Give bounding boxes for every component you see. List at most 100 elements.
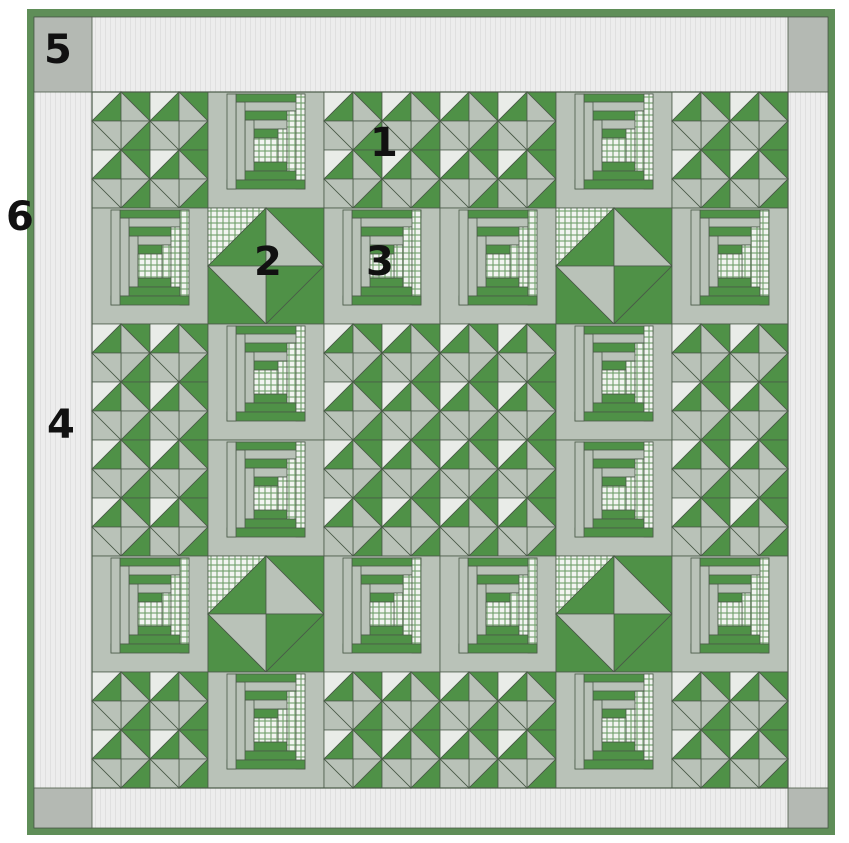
log-cabin-block <box>556 92 672 208</box>
log-strip <box>120 218 129 296</box>
log-strip <box>584 94 653 102</box>
log-strip <box>593 468 602 519</box>
center-square <box>254 486 278 510</box>
log-strip <box>691 644 769 653</box>
callout-label-6: 6 <box>6 194 34 240</box>
log-strip <box>343 296 421 305</box>
log-strip <box>584 334 593 412</box>
log-strip <box>236 682 245 760</box>
log-cabin-block <box>440 556 556 672</box>
center-square <box>602 138 626 162</box>
log-strip <box>120 210 189 218</box>
callout-label-3: 3 <box>366 239 394 285</box>
log-strip <box>352 218 361 296</box>
log-strip <box>296 326 305 421</box>
log-strip <box>111 296 189 305</box>
log-strip <box>236 102 245 180</box>
center-square <box>602 486 626 510</box>
callout-label-2: 2 <box>254 239 282 285</box>
pinwheel-small-block <box>92 672 208 788</box>
log-strip <box>236 442 305 450</box>
pinwheel-small-block <box>92 324 208 440</box>
log-strip <box>412 210 421 305</box>
log-strip <box>700 566 709 644</box>
log-strip <box>245 468 254 519</box>
log-strip <box>352 558 421 566</box>
log-strip <box>644 94 653 189</box>
log-strip <box>477 584 486 635</box>
center-square <box>254 718 278 742</box>
log-strip <box>459 296 537 305</box>
pinwheel-small-block <box>672 324 788 440</box>
center-square <box>486 254 510 278</box>
log-strip <box>575 326 584 421</box>
pinwheel-small-block <box>672 440 788 556</box>
log-strip <box>245 120 254 171</box>
pinwheel-small-block <box>672 92 788 208</box>
log-strip <box>343 558 352 653</box>
log-strip <box>519 575 528 644</box>
log-strip <box>403 227 412 296</box>
log-strip <box>361 584 370 635</box>
corner-square <box>788 17 828 92</box>
log-strip <box>691 210 700 305</box>
center-square <box>254 138 278 162</box>
log-strip <box>287 691 296 760</box>
log-strip <box>584 442 653 450</box>
log-strip <box>171 227 180 296</box>
log-strip <box>575 412 653 421</box>
log-strip <box>760 210 769 305</box>
log-strip <box>593 120 602 171</box>
callout-label-5: 5 <box>44 27 72 73</box>
pinwheel-small-block <box>324 440 440 556</box>
log-strip <box>751 575 760 644</box>
center-square <box>718 602 742 626</box>
log-strip <box>468 218 477 296</box>
log-strip <box>296 94 305 189</box>
log-strip <box>751 227 760 296</box>
pinwheel-small-block <box>440 672 556 788</box>
log-strip <box>227 94 236 189</box>
log-cabin-block <box>556 324 672 440</box>
log-cabin-block <box>92 208 208 324</box>
log-strip <box>635 111 644 180</box>
log-strip <box>236 334 245 412</box>
log-strip <box>296 674 305 769</box>
log-strip <box>245 352 254 403</box>
center-square <box>718 254 742 278</box>
log-strip <box>129 236 138 287</box>
log-strip <box>468 210 537 218</box>
log-strip <box>584 326 653 334</box>
log-strip <box>227 674 236 769</box>
center-square <box>486 602 510 626</box>
log-strip <box>700 558 769 566</box>
log-strip <box>528 558 537 653</box>
log-strip <box>120 566 129 644</box>
log-strip <box>296 442 305 537</box>
log-strip <box>644 674 653 769</box>
callout-label-1: 1 <box>370 120 398 166</box>
pinwheel-large-block <box>556 556 672 672</box>
log-strip <box>171 575 180 644</box>
log-strip <box>245 700 254 751</box>
log-cabin-block <box>208 440 324 556</box>
pinwheel-small-block <box>440 440 556 556</box>
log-strip <box>459 558 468 653</box>
log-strip <box>635 459 644 528</box>
log-strip <box>352 210 421 218</box>
log-strip <box>111 210 120 305</box>
pinwheel-small-block <box>672 672 788 788</box>
pinwheel-small-block <box>324 672 440 788</box>
log-strip <box>575 760 653 769</box>
log-cabin-block <box>208 92 324 208</box>
corner-square <box>788 788 828 828</box>
center-square <box>602 370 626 394</box>
pinwheel-large-block <box>208 556 324 672</box>
log-strip <box>584 450 593 528</box>
log-strip <box>709 236 718 287</box>
log-strip <box>635 691 644 760</box>
corner-square <box>34 788 92 828</box>
log-strip <box>111 644 189 653</box>
block-grid <box>92 92 788 788</box>
